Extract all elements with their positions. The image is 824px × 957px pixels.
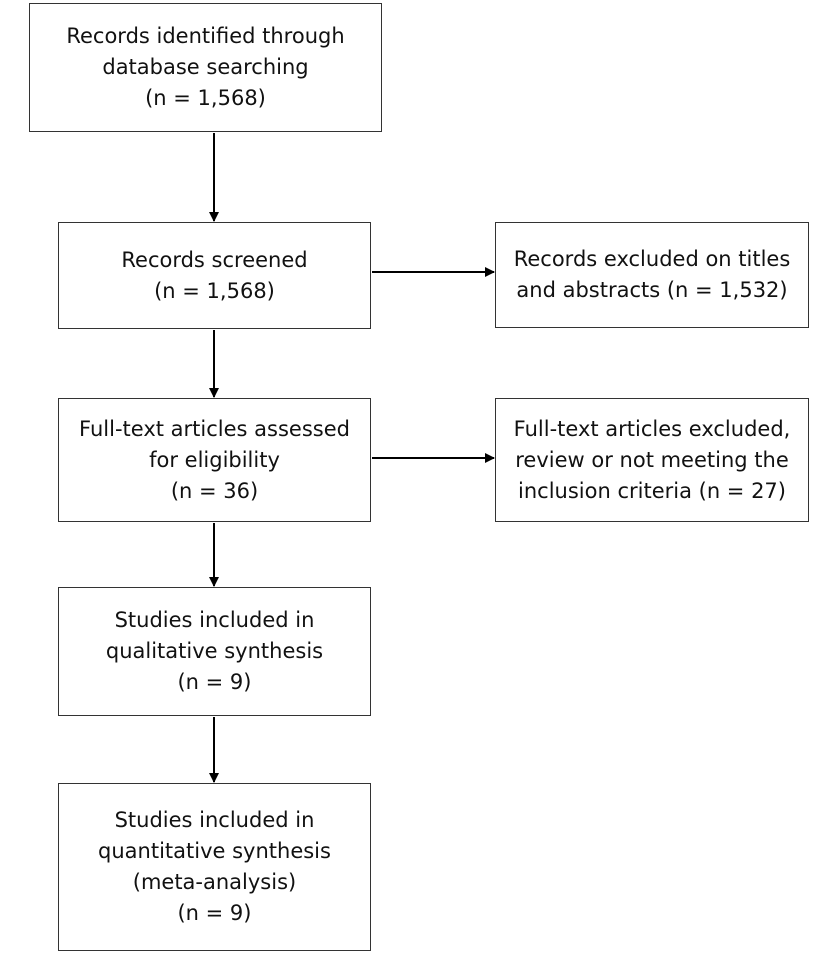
quantitative-synthesis-line-1: Studies included in xyxy=(114,808,315,832)
qualitative-synthesis-line-1: Studies included in xyxy=(114,608,315,632)
excluded-fulltext-line-1: Full-text articles excluded, xyxy=(513,416,791,441)
excluded-titles-box: Records excluded on titles and abstracts… xyxy=(495,222,809,328)
quantitative-synthesis-line-3: (meta-analysis) xyxy=(132,870,297,894)
records-identified-count: (n = 1,568) xyxy=(145,86,266,110)
excluded-fulltext-text: Full-text articles excluded, review or n… xyxy=(514,414,791,507)
excluded-titles-text: Records excluded on titles and abstracts… xyxy=(514,244,791,306)
records-screened-box: Records screened (n = 1,568) xyxy=(58,222,371,329)
records-identified-line-1: Records identified through xyxy=(66,24,345,48)
fulltext-assessed-count: (n = 36) xyxy=(170,478,259,503)
fulltext-assessed-line-2: for eligibility xyxy=(149,447,280,472)
records-identified-text: Records identified through database sear… xyxy=(66,21,344,114)
qualitative-synthesis-count: (n = 9) xyxy=(177,670,252,694)
records-identified-box: Records identified through database sear… xyxy=(29,3,382,132)
qualitative-synthesis-box: Studies included in qualitative synthesi… xyxy=(58,587,371,716)
records-screened-count: (n = 1,568) xyxy=(154,278,275,303)
quantitative-synthesis-box: Studies included in quantitative synthes… xyxy=(58,783,371,951)
excluded-fulltext-line-3: inclusion criteria (n = 27) xyxy=(518,478,786,503)
qualitative-synthesis-text: Studies included in qualitative synthesi… xyxy=(106,605,323,698)
records-screened-line-1: Records screened xyxy=(121,247,308,272)
excluded-titles-line-2: and abstracts (n = 1,532) xyxy=(516,278,788,302)
excluded-fulltext-line-2: review or not meeting the xyxy=(515,447,789,472)
fulltext-assessed-line-1: Full-text articles assessed xyxy=(79,416,350,441)
quantitative-synthesis-line-2: quantitative synthesis xyxy=(98,839,331,863)
fulltext-assessed-text: Full-text articles assessed for eligibil… xyxy=(79,414,350,507)
records-screened-text: Records screened (n = 1,568) xyxy=(121,245,307,307)
quantitative-synthesis-text: Studies included in quantitative synthes… xyxy=(98,805,331,929)
excluded-fulltext-box: Full-text articles excluded, review or n… xyxy=(495,398,809,522)
excluded-titles-line-1: Records excluded on titles xyxy=(513,247,791,271)
qualitative-synthesis-line-2: qualitative synthesis xyxy=(105,639,324,663)
quantitative-synthesis-count: (n = 9) xyxy=(177,901,252,925)
fulltext-assessed-box: Full-text articles assessed for eligibil… xyxy=(58,398,371,522)
records-identified-line-2: database searching xyxy=(102,55,309,79)
